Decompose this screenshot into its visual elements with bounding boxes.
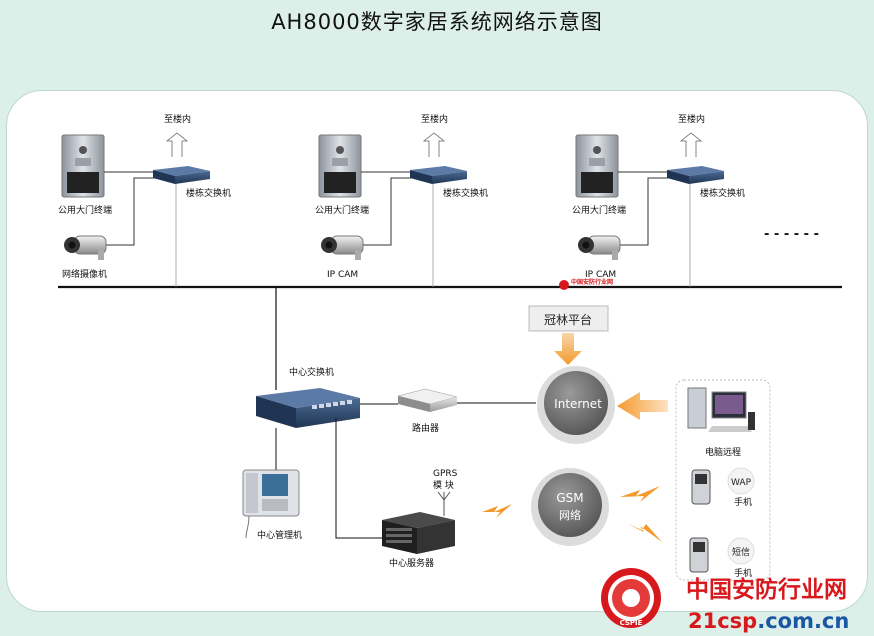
phone2-label: 手机: [734, 567, 752, 579]
to-building-label: 至楼内: [421, 113, 448, 125]
gsm-label: GSM: [556, 491, 583, 505]
ellipsis-label: - - - - - -: [764, 227, 819, 242]
wap-badge: WAP: [727, 467, 755, 495]
signal-icon: [482, 486, 662, 542]
central-switch-label: 中心交换机: [289, 366, 334, 378]
network-camera-label: 网络摄像机: [62, 268, 107, 280]
camera-icon: [321, 235, 364, 260]
door-terminal-label: 公用大门终端: [58, 204, 112, 216]
ip-cam-label: IP CAM: [585, 270, 616, 280]
building-group-3: 至楼内 公用大门终端 楼栋交换机 IP CAM: [572, 113, 745, 287]
gsm-network-icon: GSM 网络: [531, 468, 609, 546]
door-terminal-icon: [61, 134, 105, 198]
router-label: 路由器: [412, 422, 439, 434]
left-arrow-icon: [617, 392, 668, 420]
up-arrow-icon: [165, 132, 189, 157]
building-switch-label: 楼栋交换机: [700, 187, 745, 199]
to-building-label: 至楼内: [678, 113, 705, 125]
server-icon: [382, 512, 455, 554]
ip-cam-label: IP CAM: [327, 270, 358, 280]
sms-badge: 短信: [727, 537, 755, 565]
door-terminal-label: 公用大门终端: [315, 204, 369, 216]
building-switch-icon: [667, 166, 724, 184]
camera-icon: [64, 235, 107, 260]
sms-label: 短信: [732, 546, 750, 558]
router-icon: [397, 388, 458, 412]
remote-devices-box: [675, 379, 771, 581]
antenna-icon: [437, 491, 451, 516]
watermark-en: 21csp.com.cn: [688, 609, 849, 633]
central-switch-icon: [256, 388, 360, 428]
to-building-label: 至楼内: [164, 113, 191, 125]
central-manager-icon: [242, 469, 300, 517]
watermark: CSPIE 中国安防行业网 21csp.com.cn: [601, 568, 849, 633]
platform-label: 冠林平台: [544, 312, 592, 327]
seal-text: CSPIE: [620, 619, 643, 627]
internet-label: Internet: [554, 397, 602, 411]
door-terminal-label: 公用大门终端: [572, 204, 626, 216]
central-server-label: 中心服务器: [389, 557, 434, 569]
building-switch-icon: [153, 166, 210, 184]
wap-label: WAP: [731, 478, 752, 488]
platform-box: 冠林平台: [528, 305, 609, 332]
pc-remote-label: 电脑远程: [705, 446, 741, 458]
seal-icon: CSPIE: [601, 568, 661, 628]
watermark-en-red: 21csp: [688, 609, 757, 633]
up-arrow-icon: [679, 132, 703, 157]
small-watermark: 中国安防行业网: [559, 278, 613, 290]
small-watermark-text: 中国安防行业网: [571, 278, 613, 286]
building-switch-icon: [410, 166, 467, 184]
down-arrow-icon: [554, 333, 582, 365]
up-arrow-icon: [422, 132, 446, 157]
phone-label: 手机: [734, 496, 752, 508]
mobile-phone-icon: [691, 469, 711, 505]
building-switch-label: 楼栋交换机: [443, 187, 488, 199]
door-terminal-icon: [318, 134, 362, 198]
building-group-1: 至楼内 公用大门终端 楼栋交换机 网络摄像机: [58, 113, 231, 287]
building-switch-label: 楼栋交换机: [186, 187, 231, 199]
gprs-label: GPRS: [433, 469, 458, 479]
watermark-cn: 中国安防行业网: [686, 576, 847, 603]
gprs-module-label: 模 块: [433, 479, 454, 491]
internet-cloud-icon: Internet: [537, 366, 615, 444]
mobile-phone-icon: [689, 537, 709, 573]
page-title: AH8000数字家居系统网络示意图: [271, 10, 603, 34]
door-terminal-icon: [575, 134, 619, 198]
camera-icon: [578, 235, 621, 260]
watermark-en-blue: .com.cn: [757, 609, 849, 633]
building-group-2: 至楼内 公用大门终端 楼栋交换机 IP CAM: [315, 113, 488, 287]
computer-icon: [687, 387, 755, 432]
central-manager-label: 中心管理机: [257, 529, 302, 541]
gsm-network-label: 网络: [559, 508, 581, 522]
